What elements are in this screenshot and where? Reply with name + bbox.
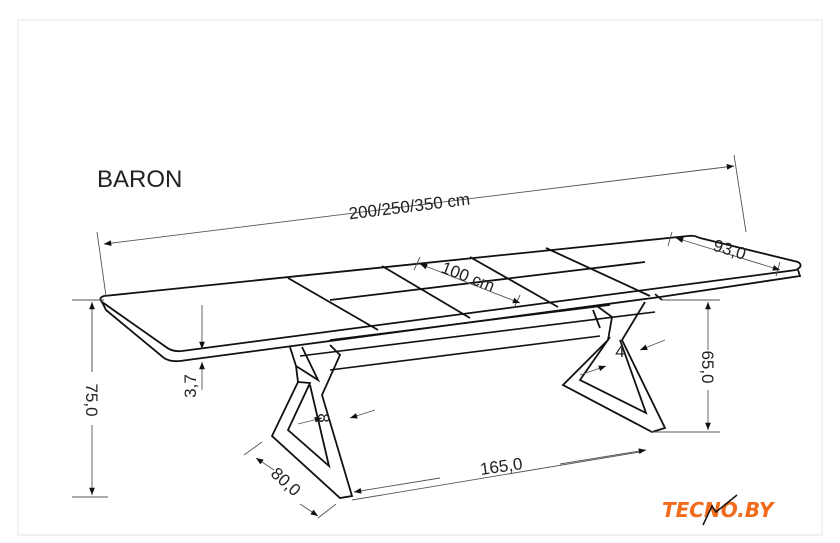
dim-clearance: 65,0	[698, 350, 717, 383]
product-title: BARON	[97, 166, 182, 193]
frame	[17, 19, 823, 536]
leaf-seam-1	[287, 277, 379, 331]
leaf-seam-4	[545, 247, 651, 297]
lightning-icon	[702, 494, 738, 526]
dim-width: 93,0	[711, 236, 748, 264]
dimension-lines	[72, 154, 781, 519]
dim-leaf: 100 cm	[439, 258, 498, 296]
dim-height: 75,0	[82, 383, 101, 416]
tecno-logo: TECNO.BY	[662, 494, 776, 526]
table-top	[99, 234, 802, 363]
dim-length: 200/250/350 cm	[348, 190, 471, 224]
dim-top-thickness: 3,7	[181, 374, 200, 398]
dim-leg-span: 165,0	[479, 454, 524, 479]
dim-leg-width: 8	[314, 413, 333, 422]
right-leg	[561, 301, 667, 433]
left-leg	[270, 344, 354, 499]
dim-leg-thickness: 4	[615, 342, 624, 361]
